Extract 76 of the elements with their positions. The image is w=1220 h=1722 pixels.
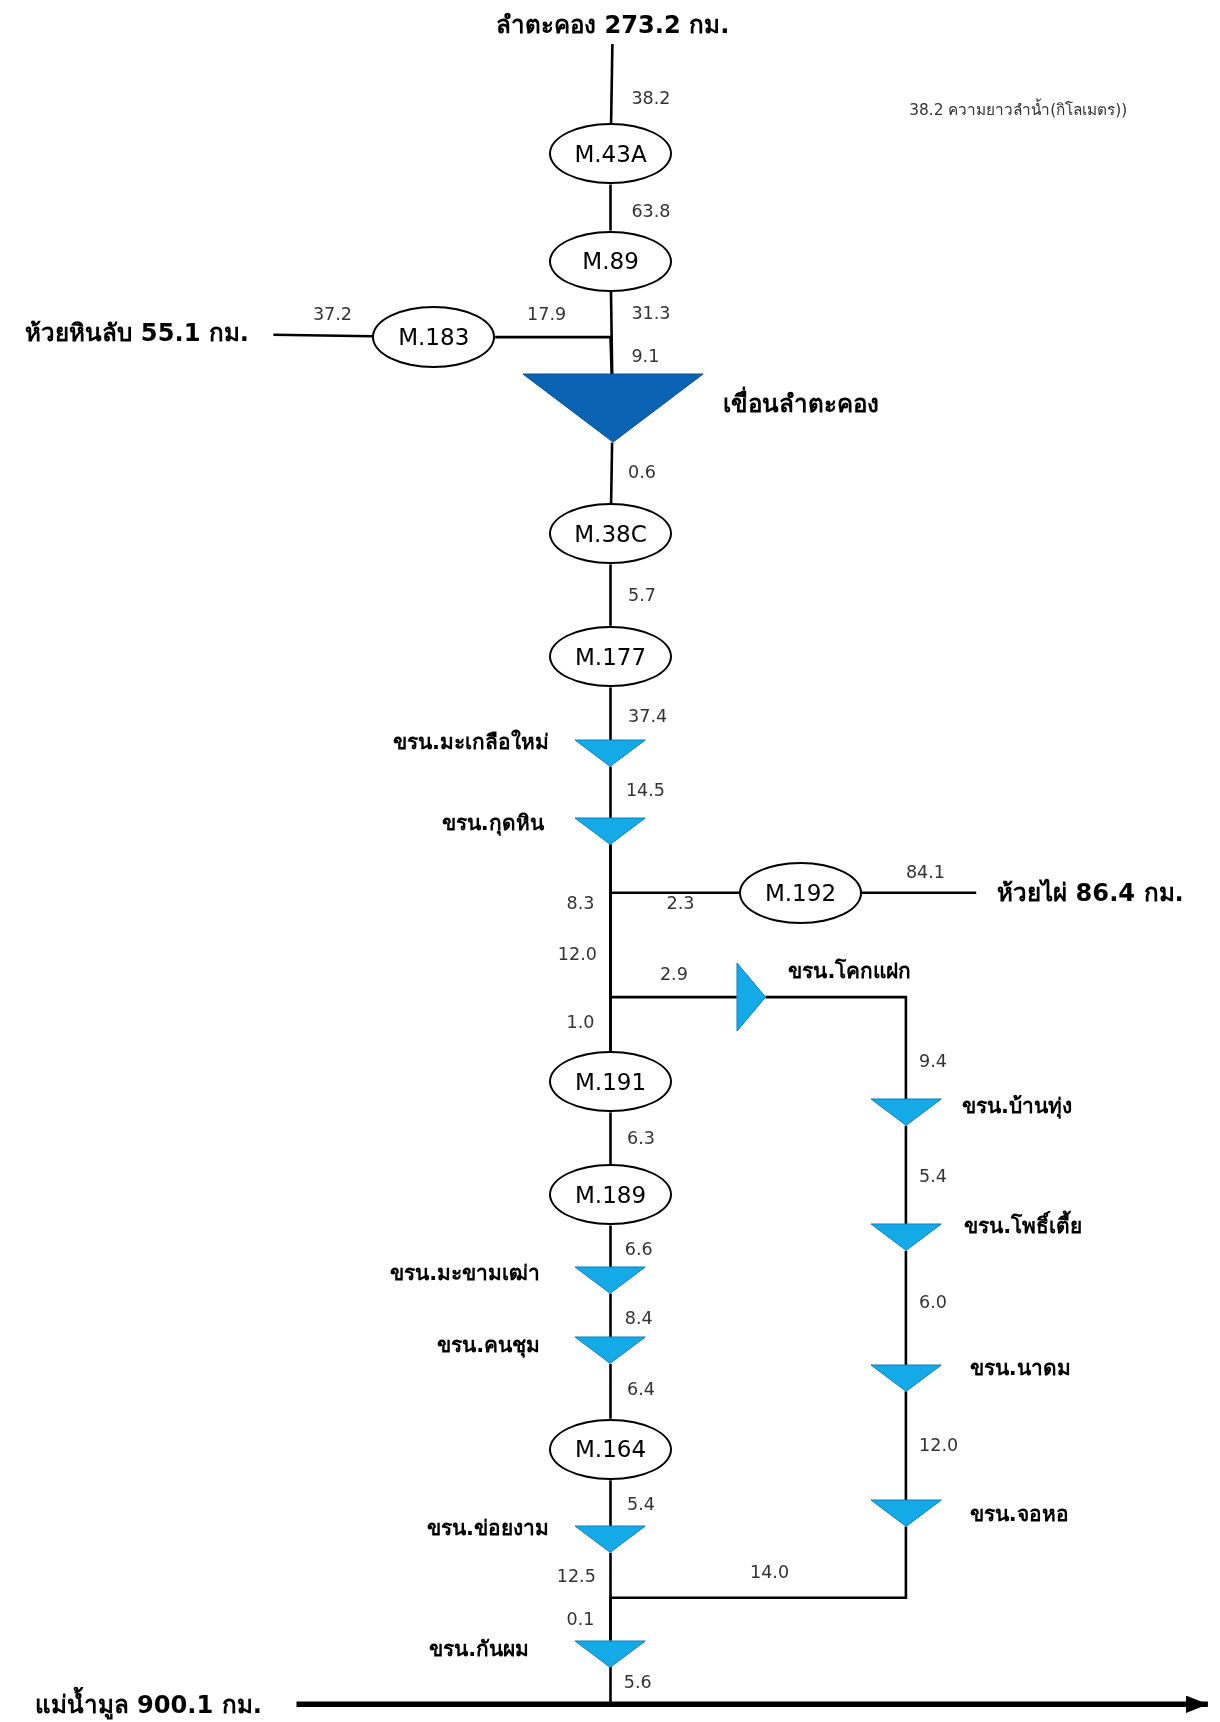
- station-ellipse: M.43A: [549, 123, 673, 185]
- river-line: [609, 1666, 612, 1705]
- river-label: ลำตะคอง 273.2 กม.: [459, 6, 767, 42]
- distance-label: 12.5: [556, 1565, 596, 1586]
- distance-label: 14.0: [750, 1562, 790, 1583]
- river-line: [609, 564, 612, 626]
- distance-label: 31.3: [631, 302, 671, 324]
- river-line: [609, 844, 737, 999]
- distance-label: 8.3: [566, 892, 595, 913]
- river-line: [273, 333, 373, 338]
- station-ellipse: M.191: [549, 1050, 673, 1113]
- station-label: ขรน.โคกแฝก: [788, 959, 912, 985]
- river-line: [904, 1391, 908, 1500]
- station-label: ขรน.มะเกลือใหม่: [393, 730, 550, 756]
- river-line: [609, 1225, 612, 1268]
- distance-label: 38.2: [631, 87, 671, 108]
- station-ellipse: M.89: [549, 230, 673, 293]
- distance-label: 9.1: [631, 345, 660, 366]
- distance-label: 9.4: [919, 1050, 947, 1071]
- river-line: [609, 292, 614, 375]
- river-arrow: [296, 1695, 1208, 1714]
- river-line: [609, 891, 739, 1051]
- river-line: [609, 442, 614, 503]
- station-label: ขรน.ข่อยงาม: [427, 1516, 550, 1542]
- distance-label: 84.1: [905, 861, 945, 882]
- river-line: [904, 1125, 908, 1225]
- river-line: [609, 184, 612, 231]
- distance-label: 5.4: [919, 1165, 947, 1187]
- distance-label: 37.2: [312, 303, 353, 325]
- station-ellipse: M.164: [549, 1418, 673, 1481]
- distance-label: 12.0: [557, 944, 597, 965]
- distance-label: 17.9: [527, 303, 567, 325]
- river-line: [609, 1480, 612, 1527]
- station-ellipse: M.192: [739, 862, 862, 924]
- distance-label: 8.4: [624, 1307, 653, 1328]
- distance-label: 5.7: [628, 585, 656, 606]
- station-label: ขรน.คนชุม: [437, 1333, 541, 1359]
- distance-label: 12.0: [919, 1435, 959, 1456]
- river-line: [765, 995, 908, 1100]
- river-line: [609, 1293, 612, 1338]
- station-label: ขรน.กันผม: [429, 1637, 530, 1663]
- station-label: ขรน.บ้านทุ่ง: [961, 1094, 1072, 1120]
- river-label: ห้วยหินลับ 55.1 กม.: [5, 315, 269, 351]
- station-label: ขรน.นาดม: [969, 1356, 1071, 1382]
- river-line: [609, 1552, 612, 1641]
- distance-label: 2.3: [666, 892, 695, 913]
- distance-label: 2.9: [659, 963, 688, 985]
- distance-label: 6.4: [627, 1379, 655, 1400]
- river-line: [609, 766, 612, 819]
- river-line: [609, 1363, 612, 1419]
- distance-label: 5.6: [623, 1672, 652, 1693]
- distance-label: 0.1: [566, 1608, 595, 1629]
- station-label: ขรน.มะขามเฒ่า: [390, 1261, 541, 1287]
- station-label: ขรน.จอหอ: [969, 1502, 1069, 1528]
- river-line: [609, 43, 614, 124]
- river-line: [609, 687, 612, 741]
- distance-label: 0.6: [628, 462, 656, 483]
- station-ellipse: M.177: [549, 625, 673, 688]
- distance-label: 6.0: [919, 1292, 947, 1313]
- distance-label: 5.4: [627, 1494, 655, 1515]
- station-ellipse: M.38C: [549, 502, 673, 565]
- station-ellipse: M.189: [549, 1164, 673, 1226]
- river-line: [495, 335, 613, 375]
- distance-label: 1.0: [566, 1012, 595, 1033]
- river-line: [904, 1250, 908, 1365]
- river-label: ห้วยไผ่ 86.4 กม.: [980, 875, 1201, 911]
- station-label: ขรน.กุดหิน: [441, 811, 544, 837]
- river-line: [862, 891, 977, 895]
- river-line: [609, 1112, 612, 1164]
- distance-label: 63.8: [631, 200, 671, 221]
- distance-label: 14.5: [625, 779, 665, 800]
- distance-label: 6.3: [627, 1127, 655, 1148]
- distance-label: 37.4: [628, 705, 668, 727]
- river-label: แม่น้ำมูล 900.1 กม.: [4, 1686, 293, 1722]
- distance-label: 6.6: [624, 1238, 653, 1259]
- station-ellipse: M.183: [372, 306, 496, 368]
